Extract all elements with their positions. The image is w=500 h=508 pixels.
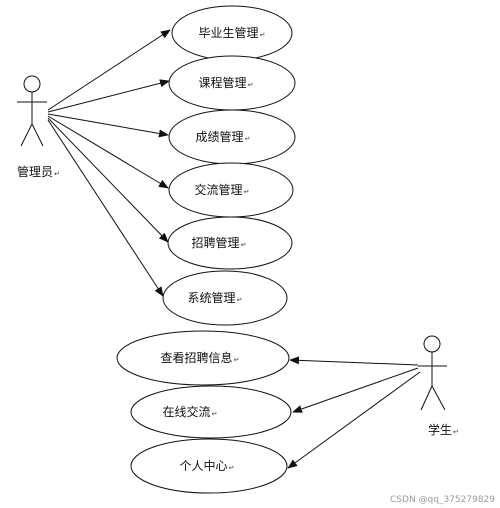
student-actor-right-leg [431,385,446,411]
svg-text:系统管理↵: 系统管理↵ [188,290,243,305]
association-admin-uc-1 [47,29,171,111]
use-case-online-chat: 在线交流↵ [130,385,292,439]
use-case-view-recruitment-info: 查看招聘信息↵ [116,330,290,386]
svg-text:毕业生管理↵: 毕业生管理↵ [199,25,266,40]
svg-text:个人中心↵: 个人中心↵ [180,458,235,473]
admin-actor-head [23,75,41,93]
student-actor-head [423,335,441,353]
admin-actor-left-leg [20,123,33,147]
admin-actor [17,75,47,147]
student-actor-label: 学生↵ [428,422,459,437]
use-case-system-management: 系统管理↵ [162,270,288,326]
association-student-uc-1 [289,356,419,366]
association-student-uc-2 [292,367,419,413]
association-admin-uc-5 [47,117,169,243]
use-case-personal-center: 个人中心↵ [130,438,288,494]
use-case-communication-management: 交流管理↵ [168,162,294,218]
student-associations [287,356,421,469]
student-actor-left-leg [420,385,433,411]
svg-text:课程管理↵: 课程管理↵ [199,75,254,90]
association-admin-uc-4 [47,115,169,189]
association-admin-uc-2 [47,79,170,113]
use-case-grade-management: 成绩管理↵ [168,109,296,165]
svg-text:查看招聘信息↵: 查看招聘信息↵ [161,350,240,365]
association-admin-uc-3 [47,113,169,138]
use-case-recruitment-management: 招聘管理↵ [167,216,293,270]
svg-text:交流管理↵: 交流管理↵ [195,182,250,197]
use-case-graduate-management: 毕业生管理↵ [171,5,293,61]
association-student-uc-3 [287,371,421,469]
svg-text:成绩管理↵: 成绩管理↵ [196,129,251,144]
use-case-course-management: 课程管理↵ [168,55,296,111]
association-admin-uc-6 [47,119,164,297]
admin-actor-label: 管理员↵ [17,164,60,179]
student-actor [418,335,447,411]
admin-associations [47,29,171,297]
svg-text:招聘管理↵: 招聘管理↵ [192,235,247,250]
watermark: CSDN @qq_375279829 [390,495,495,505]
admin-actor-right-leg [31,123,44,147]
svg-text:在线交流↵: 在线交流↵ [163,404,218,419]
